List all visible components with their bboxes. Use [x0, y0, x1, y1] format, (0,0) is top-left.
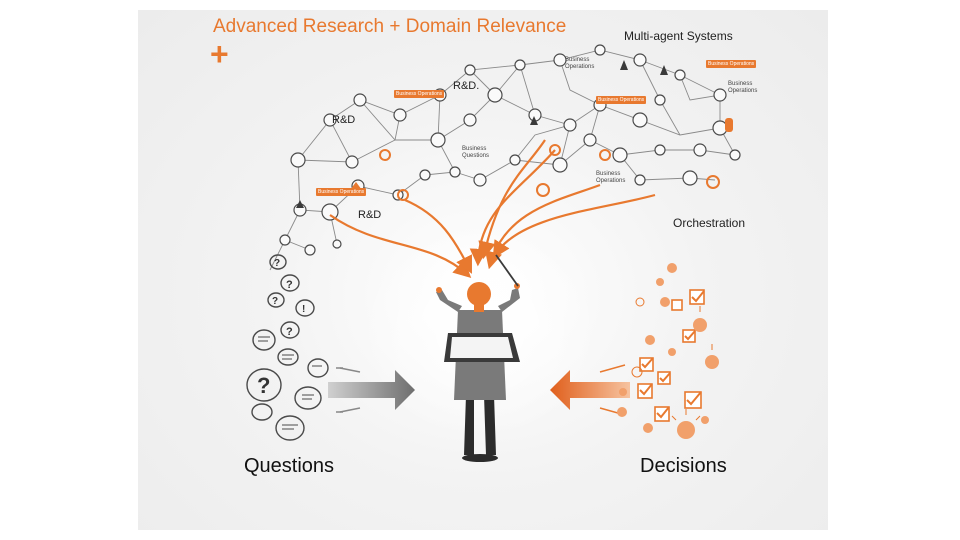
conductor-figure [436, 254, 520, 462]
orange-gear-icons [379, 144, 720, 201]
svg-text:!: ! [302, 304, 305, 315]
svg-text:?: ? [286, 326, 293, 338]
diagram-title: Advanced Research + Domain Relevance [213, 16, 567, 37]
label-decisions: Decisions [640, 455, 727, 477]
question-bubbles [246, 254, 329, 441]
bubble-text-lines [258, 336, 322, 430]
tag-business-operations-2: Business Operations [706, 60, 757, 68]
orchestration-arrows [329, 139, 656, 278]
tag-business-operations-3: Business Operations [596, 96, 647, 104]
label-business-questions: Business Questions [462, 146, 490, 159]
tag-business-operations-1: Business Operations [394, 90, 445, 98]
sparkle-marks [631, 297, 713, 421]
check-marks [639, 290, 705, 419]
label-business-operations-1: Business Operations [565, 57, 595, 70]
label-business-operations-3: Business Operations [596, 171, 626, 184]
label-questions: Questions [244, 455, 335, 477]
label-rnd-3: R&D [358, 209, 382, 221]
label-business-operations-2: Business Operations [728, 81, 758, 94]
label-rnd-2: R&D. [453, 80, 480, 92]
svg-text:?: ? [272, 296, 278, 307]
orange-figure-icons [350, 118, 733, 190]
label-orchestration: Orchestration [673, 216, 746, 230]
label-multi-agent-systems: Multi-agent Systems [624, 29, 733, 43]
tag-business-operations-4: Business Operations [316, 188, 367, 196]
chess-piece-icons [296, 60, 668, 208]
question-marks: ?? ?! ?? [257, 258, 305, 398]
svg-text:?: ? [286, 279, 293, 291]
svg-text:?: ? [274, 258, 280, 269]
title-plus-sign: + [210, 36, 229, 72]
questions-arrow [328, 367, 415, 413]
svg-text:?: ? [257, 373, 270, 398]
label-rnd-1: R&D [332, 114, 356, 126]
lightbulb-icons [617, 263, 719, 439]
